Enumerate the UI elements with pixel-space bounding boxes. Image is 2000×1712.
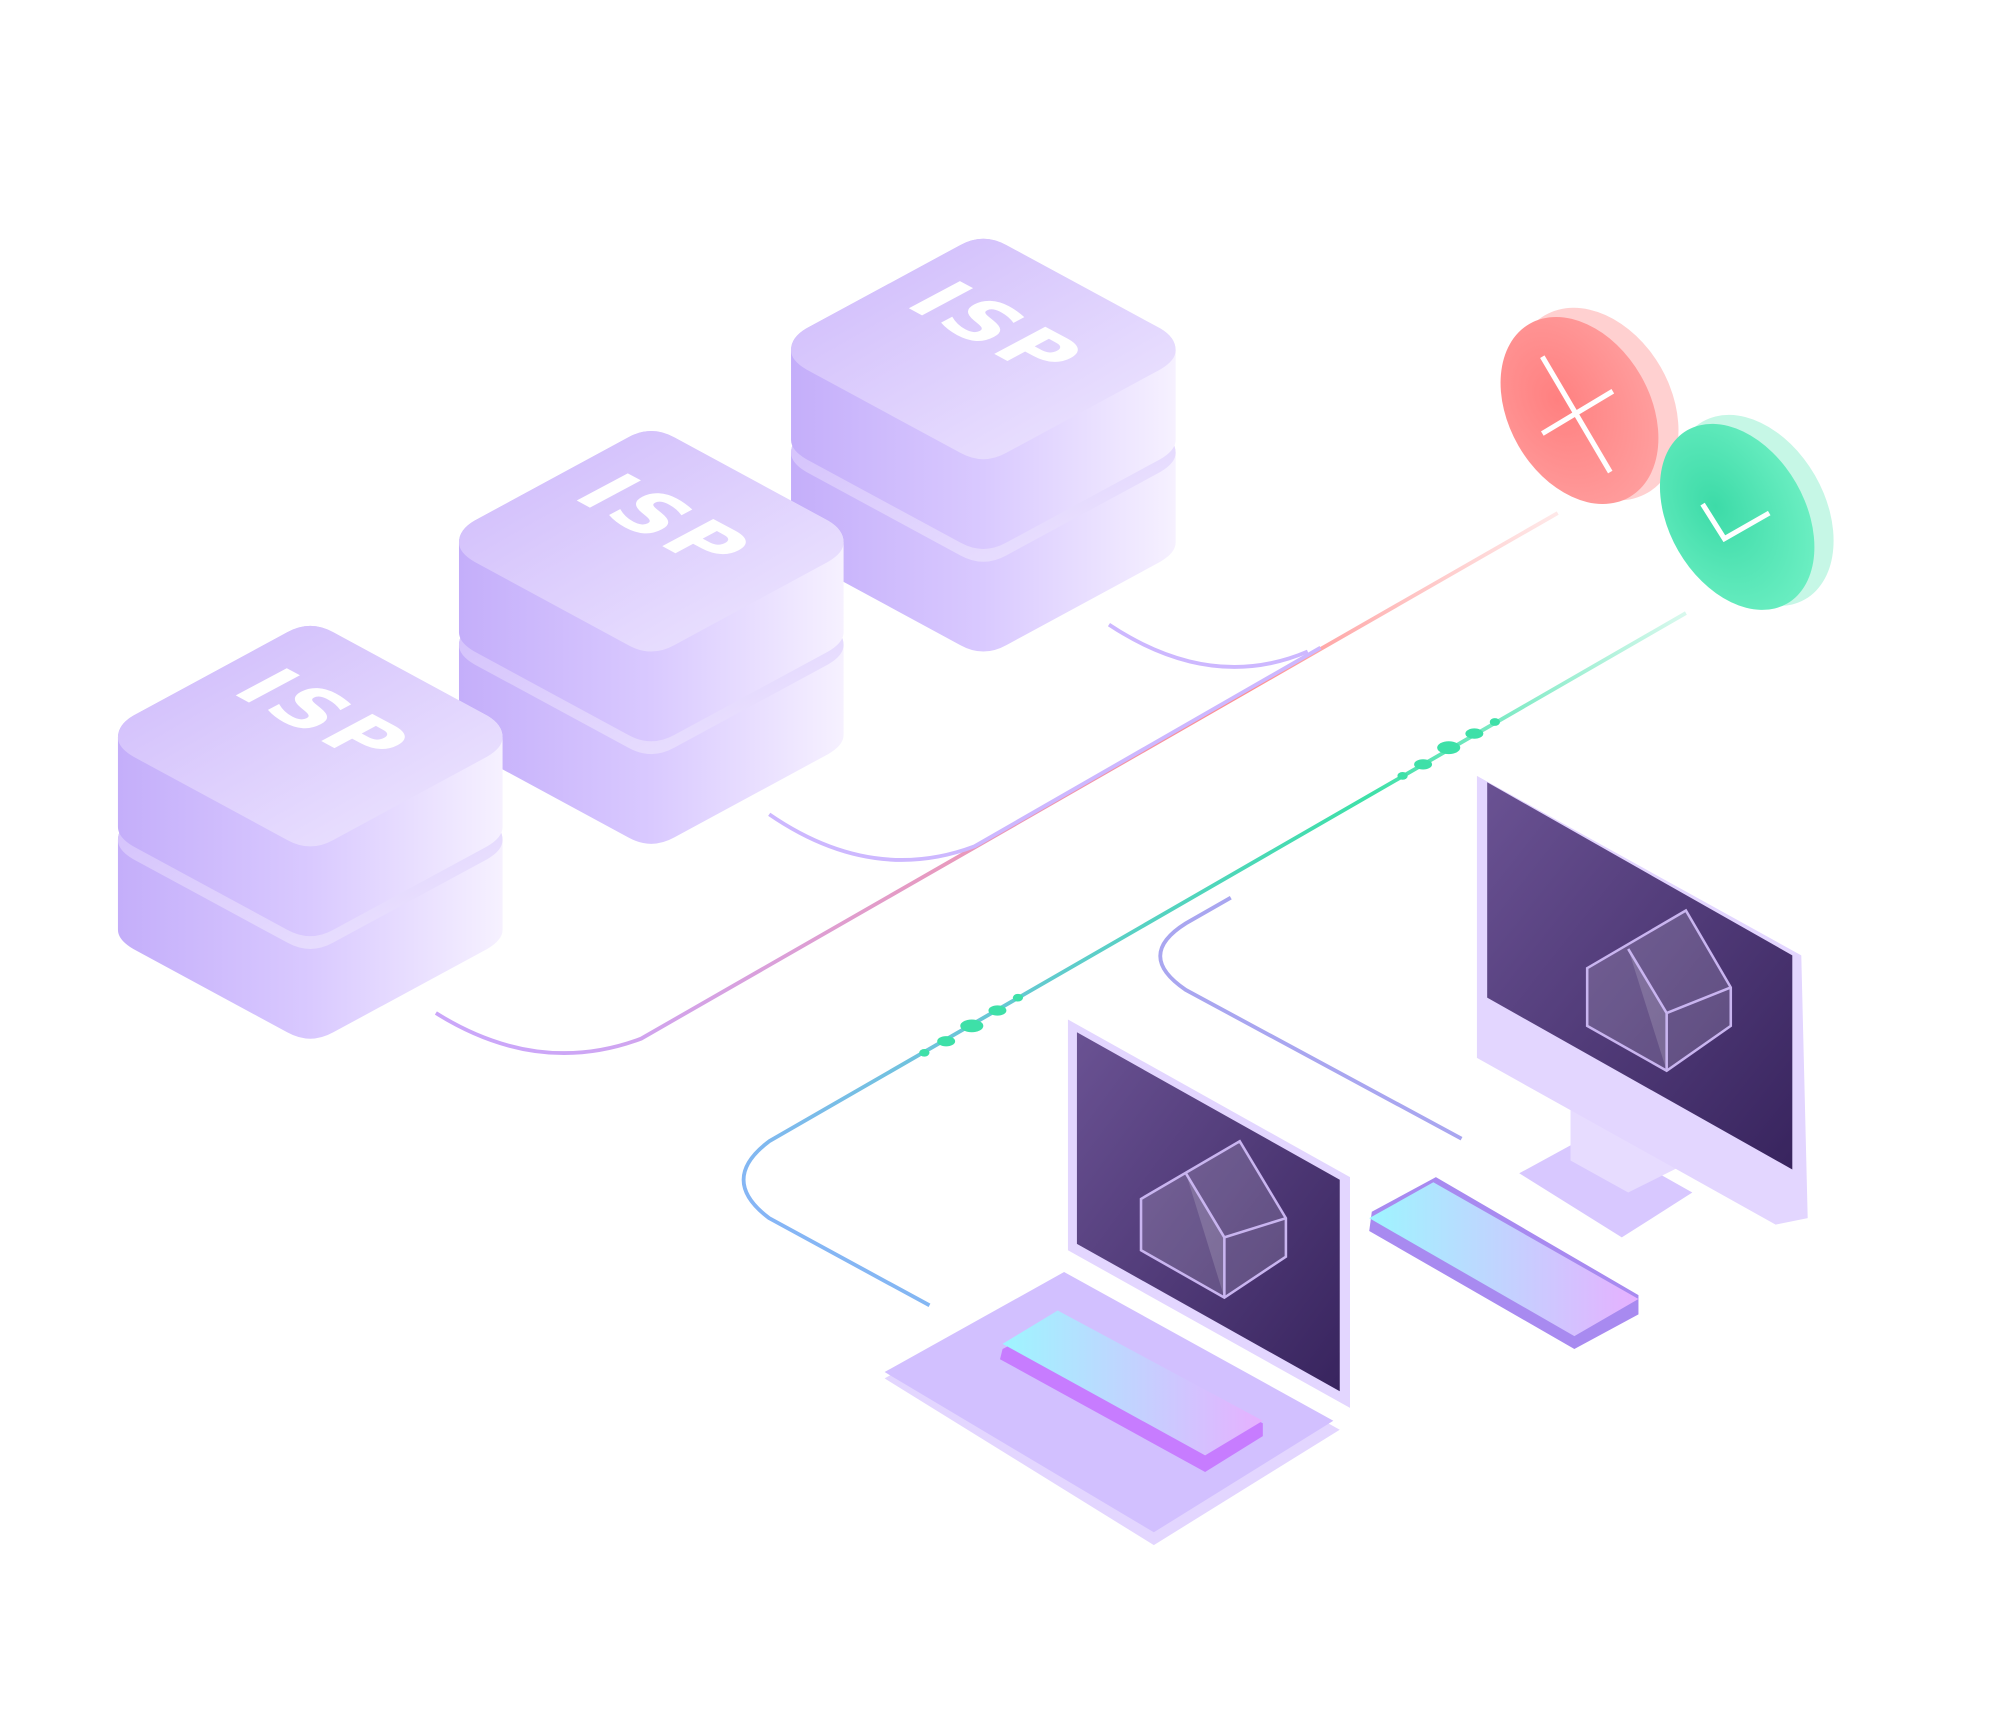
link-active: [741, 611, 1687, 1308]
isp-server-1: ISP: [117, 625, 503, 1039]
isp-server-3: ISP: [791, 238, 1176, 652]
check-icon: [1659, 414, 1834, 610]
desktop-keyboard: [1369, 1177, 1639, 1349]
x-icon: [1500, 307, 1679, 504]
data-packets: [919, 718, 1500, 1057]
link-isp-2: [768, 645, 1322, 862]
desktop-monitor: [1476, 775, 1808, 1238]
link-desktop: [1158, 895, 1463, 1141]
house-icon: [1139, 1139, 1288, 1300]
laptop: [884, 1019, 1350, 1546]
link-isp-1: [434, 511, 1559, 1055]
laptop-touchpad: [1000, 1310, 1263, 1473]
house-icon: [1585, 908, 1733, 1073]
link-isp-3: [1107, 622, 1309, 669]
isp-server-2: ISP: [458, 431, 844, 844]
